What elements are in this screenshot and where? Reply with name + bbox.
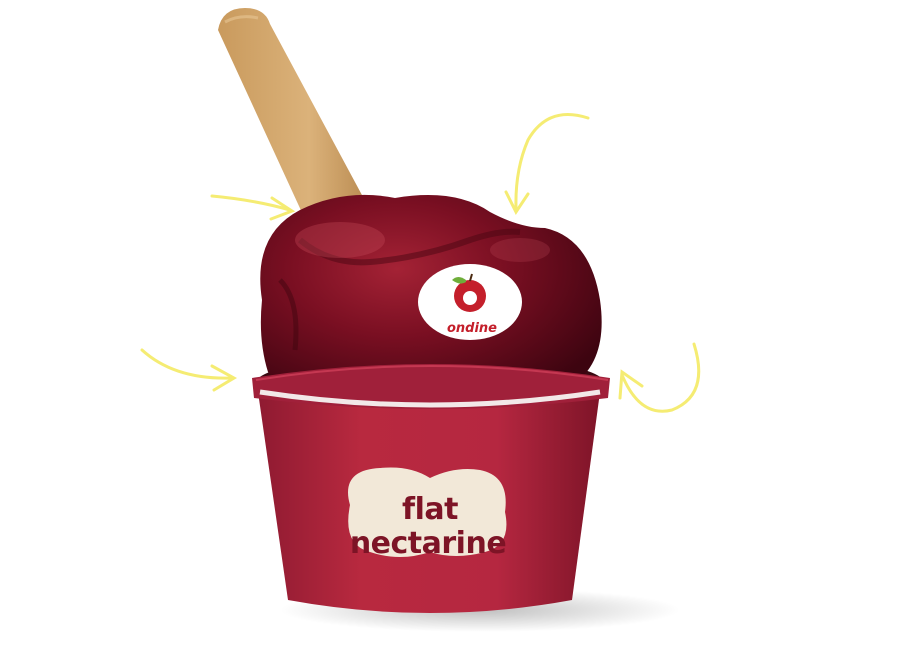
cup-label: flat nectarine bbox=[348, 467, 507, 561]
arrow-bottom-left-icon bbox=[140, 348, 238, 392]
cup-label-line1: flat bbox=[402, 492, 458, 527]
arrow-top-left-icon bbox=[210, 194, 296, 221]
apple-logo-icon bbox=[452, 273, 486, 312]
sticker-brand-text: ondine bbox=[447, 321, 497, 336]
cup-label-line2: nectarine bbox=[350, 526, 506, 561]
ondine-sticker: ondine bbox=[418, 264, 522, 340]
wooden-stick bbox=[218, 8, 370, 230]
arrow-top-right-icon bbox=[504, 113, 590, 215]
arrow-bottom-right-icon bbox=[618, 342, 701, 413]
